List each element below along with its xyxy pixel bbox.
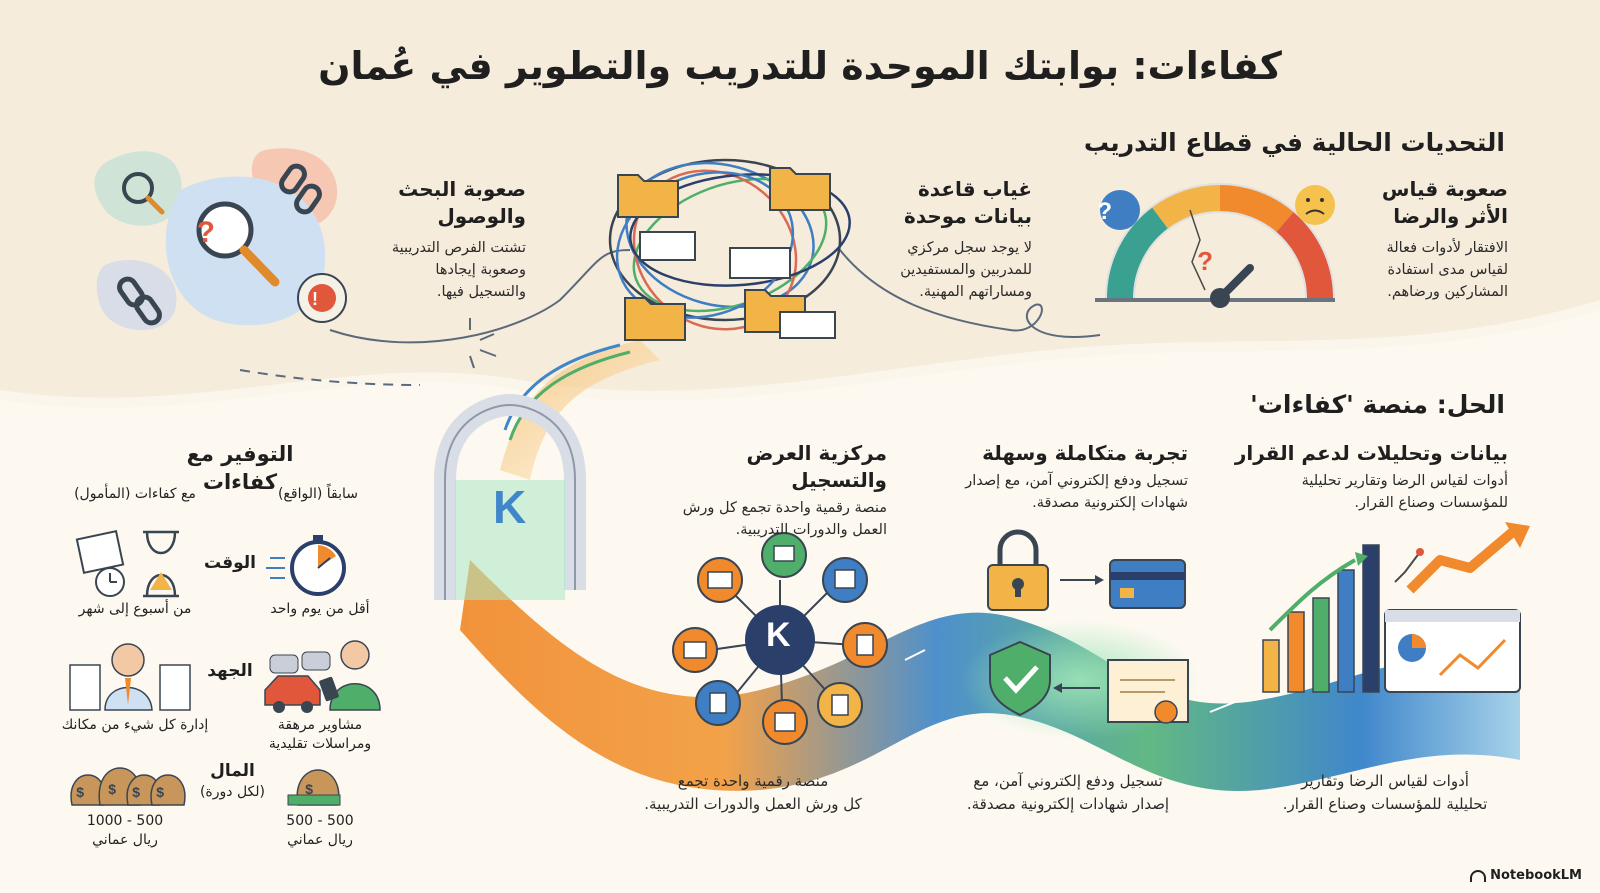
feature-analytics: بيانات وتحليلات لدعم القرار أدوات لقياس …: [1178, 440, 1508, 515]
savings-col-before: سابقاً (الواقع): [277, 486, 359, 502]
svg-text:?: ?: [197, 216, 215, 249]
savings-row-effort-label: الجهد: [207, 661, 253, 681]
savings-row-time-label: الوقت: [204, 553, 256, 573]
solution-heading: الحل: منصة 'كفاءات': [1250, 390, 1505, 419]
search-difficulty-illustration: ? !: [94, 148, 347, 331]
savings-effort-after: إدارة كل شيء من مكانك: [61, 717, 209, 733]
savings-money-before-2: ريال عماني: [287, 831, 353, 848]
savings-illustrations: $ $ $ $ $: [69, 530, 381, 806]
savings-effort-before-2: ومراسلات تقليدية: [268, 735, 372, 752]
page-title: كفاءات: بوابتك الموحدة للتدريب والتطوير …: [318, 44, 1282, 88]
feature-central-title: مركزية العرض والتسجيل: [746, 441, 888, 492]
bottom-caption-central: منصة رقمية واحدة تجمع كل ورش العمل والدو…: [628, 770, 878, 815]
feature-central-desc-1: منصة رقمية واحدة تجمع كل ورش: [682, 500, 887, 516]
bottom-caption-central-2: كل ورش العمل والدورات التدريبية.: [644, 794, 862, 813]
savings-money-after-2: ريال عماني: [92, 831, 158, 848]
feature-integrated-desc-1: تسجيل ودفع إلكتروني آمن، مع إصدار: [965, 473, 1188, 489]
notebooklm-logo-icon: [1470, 869, 1487, 882]
savings-money-after: 500 - 1000 ريال عماني: [65, 812, 185, 850]
bottom-caption-integrated-1: تسجيل ودفع إلكتروني آمن، مع: [973, 772, 1163, 790]
challenge-measure-title-1: صعوبة قياس: [1381, 177, 1508, 201]
svg-text:$: $: [156, 784, 164, 800]
savings-heading: التوفير مع كفاءات: [186, 442, 294, 495]
challenge-measure-desc-3: المشاركين ورضاهم.: [1387, 283, 1508, 300]
feature-central-desc-2: العمل والدورات التدريبية.: [735, 521, 887, 538]
challenge-search: صعوبة البحث والوصول تشتت الفرص التدريبية…: [351, 176, 526, 303]
challenges-heading: التحديات الحالية في قطاع التدريب: [1083, 128, 1505, 157]
challenge-database: غياب قاعدة بيانات موحدة لا يوجد سجل مركز…: [852, 176, 1032, 303]
savings-money-before: 500 - 500 ريال عماني: [260, 812, 380, 850]
hub-logo: K: [766, 616, 791, 654]
challenge-search-desc-1: تشتت الفرص التدريبية: [391, 240, 526, 256]
savings-time-after: من أسبوع إلى شهر: [78, 601, 192, 617]
savings-money-after-1: 500 - 1000: [86, 813, 164, 829]
savings-row-money: المال (لكل دورة): [195, 760, 270, 802]
feature-analytics-desc-1: أدوات لقياس الرضا وتقارير تحليلية: [1301, 473, 1508, 489]
satisfaction-gauge-illustration: ? ?: [1095, 183, 1335, 308]
svg-text:$: $: [76, 784, 84, 800]
challenge-database-desc-3: ومساراتهم المهنية.: [919, 283, 1032, 300]
feature-analytics-desc-2: للمؤسسات وصناع القرار.: [1354, 494, 1508, 511]
bottom-caption-analytics-2: تحليلية للمؤسسات وصناع القرار.: [1282, 794, 1488, 813]
secure-payment-illustration: [987, 529, 1189, 724]
challenge-measure: صعوبة قياس الأثر والرضا الافتقار لأدوات …: [1308, 176, 1508, 303]
savings-money-before-1: 500 - 500: [286, 813, 354, 829]
challenge-database-desc-1: لا يوجد سجل مركزي: [907, 240, 1032, 256]
feature-integrated: تجربة متكاملة وسهلة تسجيل ودفع إلكتروني …: [938, 440, 1188, 515]
svg-text:?: ?: [1097, 198, 1112, 225]
svg-text:!: !: [312, 289, 318, 309]
challenge-search-title-1: صعوبة البحث: [398, 177, 526, 201]
challenge-measure-desc-2: لقياس مدى استفادة: [1387, 261, 1508, 278]
savings-effort-before-1: مشاوير مرهقة: [277, 717, 363, 733]
hub-network-illustration: [672, 532, 888, 745]
feature-analytics-title: بيانات وتحليلات لدعم القرار: [1234, 441, 1508, 465]
challenge-database-desc-2: للمدربين والمستفيدين: [900, 261, 1032, 278]
challenge-search-desc-2: وصعوبة إيجادها: [435, 261, 526, 278]
challenge-measure-desc-1: الافتقار لأدوات فعالة: [1386, 240, 1508, 256]
feature-integrated-title: تجربة متكاملة وسهلة: [982, 441, 1188, 465]
tangled-folders-illustration: [608, 158, 851, 341]
savings-col-after: مع كفاءات (المأمول): [74, 486, 196, 502]
savings-effort-before: مشاوير مرهقة ومراسلات تقليدية: [255, 716, 385, 754]
bottom-caption-analytics: أدوات لقياس الرضا وتقارير تحليلية للمؤسس…: [1265, 770, 1505, 815]
challenge-search-desc-3: والتسجيل فيها.: [436, 283, 526, 300]
brand-label: NotebookLM: [1490, 868, 1582, 883]
challenge-measure-title-2: الأثر والرضا: [1393, 204, 1508, 228]
challenge-search-title-2: والوصول: [437, 204, 526, 228]
challenge-database-title-2: بيانات موحدة: [904, 204, 1032, 228]
bottom-caption-central-1: منصة رقمية واحدة تجمع: [677, 772, 829, 790]
savings-row-money-sublabel: (لكل دورة): [199, 783, 266, 800]
analytics-illustration: [1262, 522, 1530, 693]
feature-integrated-desc-2: شهادات إلكترونية مصدقة.: [1032, 494, 1188, 511]
bottom-caption-analytics-1: أدوات لقياس الرضا وتقارير: [1301, 772, 1469, 790]
svg-text:$: $: [132, 784, 140, 800]
gateway-arch: [434, 393, 586, 600]
svg-text:?: ?: [1197, 246, 1213, 276]
savings-time-before: أقل من يوم واحد: [270, 601, 370, 617]
bottom-caption-integrated-2: إصدار شهادات إلكترونية مصدقة.: [966, 794, 1170, 813]
notebooklm-brand: NotebookLM: [1470, 868, 1582, 883]
savings-row-money-label: المال: [210, 761, 255, 781]
challenge-database-title-1: غياب قاعدة: [917, 177, 1032, 201]
bottom-caption-integrated: تسجيل ودفع إلكتروني آمن، مع إصدار شهادات…: [948, 770, 1188, 815]
svg-text:$: $: [108, 781, 116, 797]
kafaat-logo: K: [493, 481, 527, 533]
feature-central: مركزية العرض والتسجيل منصة رقمية واحدة ت…: [647, 440, 887, 542]
svg-text:$: $: [305, 781, 313, 797]
